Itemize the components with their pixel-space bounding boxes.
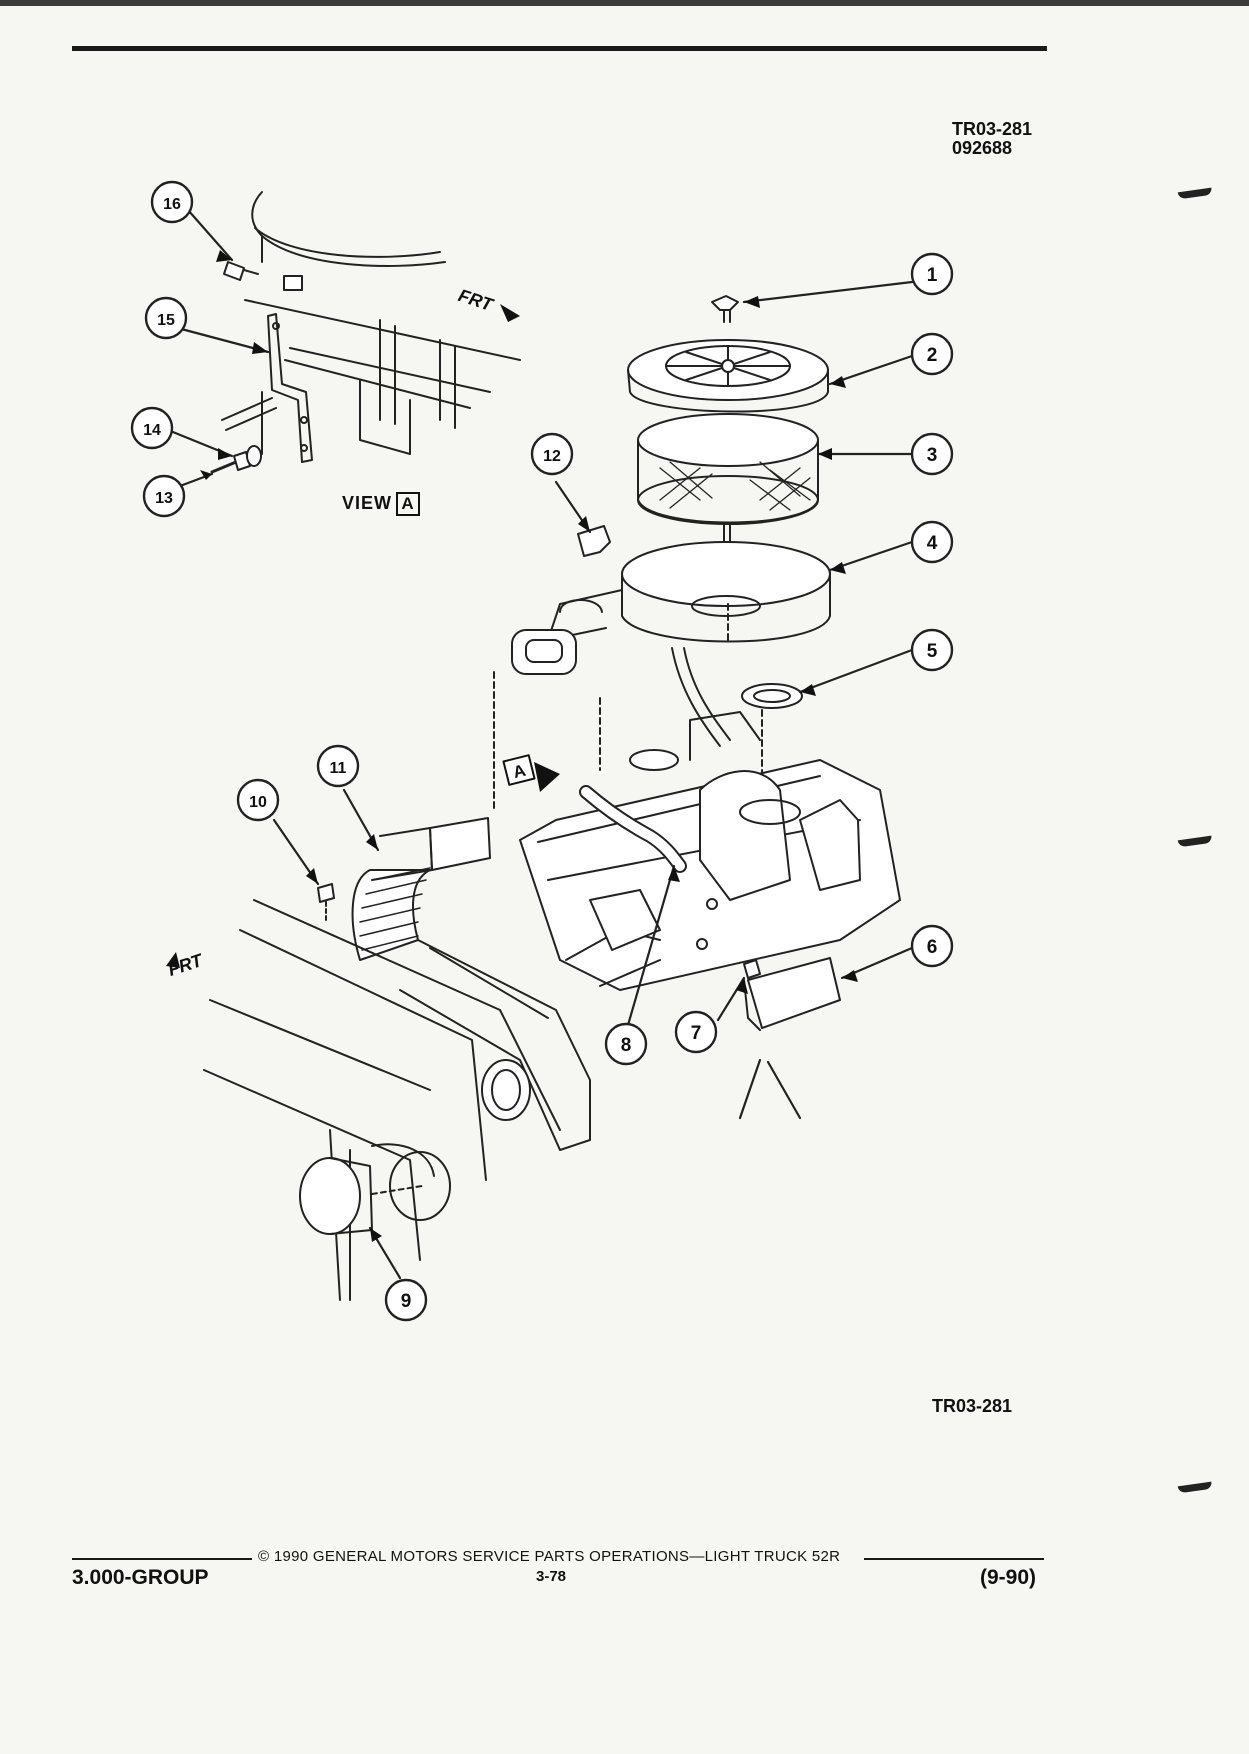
figure-id: TR03-281 [952, 119, 1033, 139]
callout-9: 9 [401, 1291, 412, 1312]
air-cleaner-stack [493, 295, 831, 809]
view-marker-letter: A [511, 761, 528, 782]
leader-arrowheads [200, 250, 858, 1242]
callout-11: 11 [330, 760, 347, 777]
callout-8: 8 [621, 1035, 632, 1056]
view-a-marker [502, 754, 560, 792]
footer-group: 3.000-GROUP [72, 1566, 209, 1589]
callout-14: 14 [143, 422, 161, 439]
callout-6: 6 [927, 937, 938, 958]
callout-16: 16 [163, 196, 181, 213]
figure-id-block: TR03-281 092688 [952, 120, 1032, 158]
footer-rule [864, 1558, 1044, 1560]
callout-7: 7 [691, 1023, 702, 1044]
clip [577, 525, 611, 557]
callout-13: 13 [155, 490, 173, 507]
footer-rule [72, 1558, 252, 1560]
frt-arrow-icon [166, 952, 180, 968]
callout-4: 4 [927, 533, 938, 554]
callout-1: 1 [927, 265, 938, 286]
callout-circles [130, 180, 954, 1322]
callout-2: 2 [927, 345, 938, 366]
view-label-text: VIEW [342, 493, 393, 513]
frt-arrow-icon [500, 304, 520, 322]
intake-duct [203, 817, 591, 1301]
callout-numbers: 1 2 3 4 5 6 7 8 9 10 11 12 13 14 15 16 A [143, 196, 938, 1312]
callout-10: 10 [249, 794, 267, 811]
callout-12: 12 [543, 448, 561, 465]
scan-top-edge [0, 0, 1249, 6]
figure-date: 092688 [952, 138, 1013, 158]
engine-block [519, 711, 901, 991]
footer-copyright: © 1990 GENERAL MOTORS SERVICE PARTS OPER… [258, 1548, 841, 1565]
view-a-drawing [210, 191, 521, 474]
footer-date: (9-90) [980, 1566, 1037, 1589]
footer-page-number: 3-78 [536, 1568, 567, 1585]
gasket [741, 683, 803, 709]
engine-bracket [747, 957, 841, 1029]
header-rule [72, 46, 1047, 51]
callout-3: 3 [927, 445, 938, 466]
callout-15: 15 [157, 312, 175, 329]
figure-id-bottom: TR03-281 [932, 1396, 1013, 1416]
callout-5: 5 [927, 641, 938, 662]
view-label-letter: A [396, 492, 421, 516]
